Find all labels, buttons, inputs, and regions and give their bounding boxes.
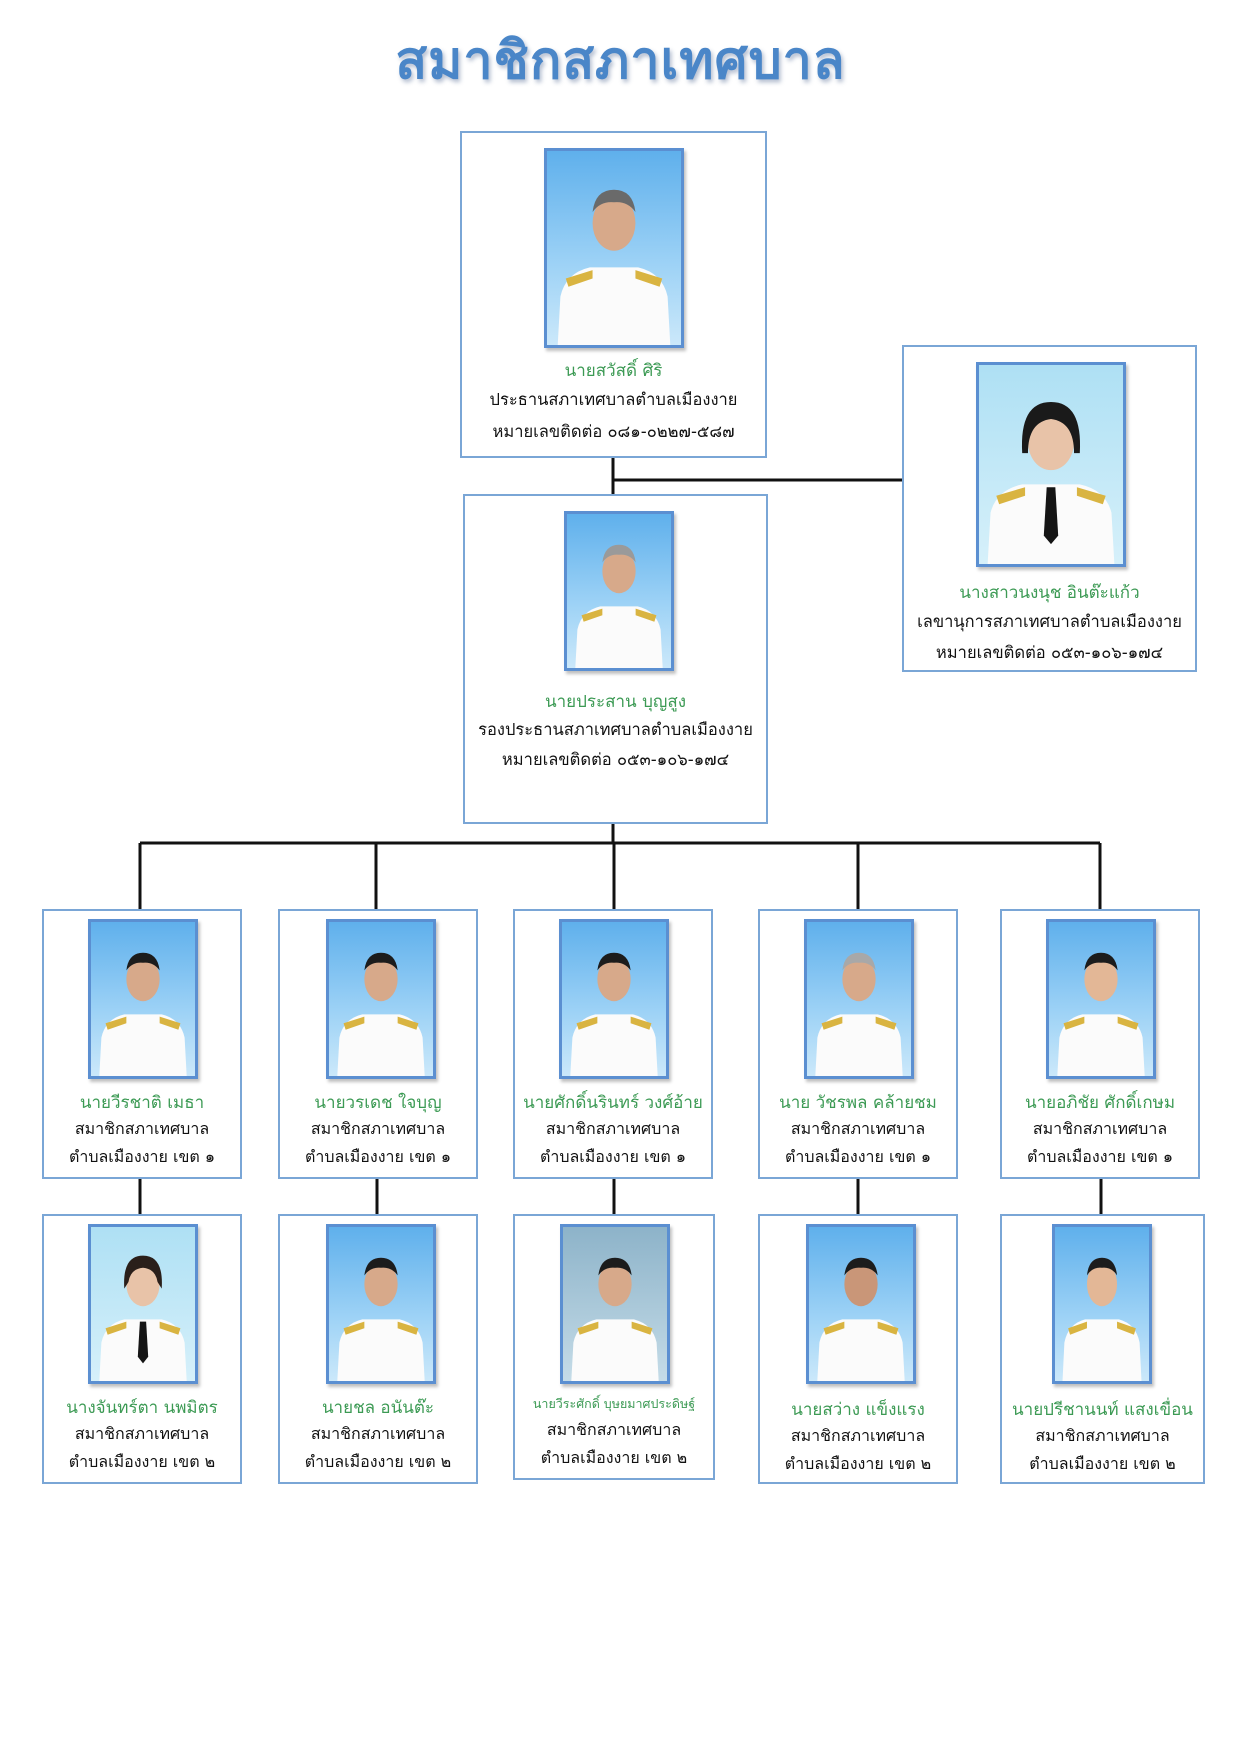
president-phone: หมายเลขติดต่อ ๐๘๑-๐๒๒๗-๕๘๗ bbox=[492, 422, 735, 441]
member-name: นายวรเดช ใจบุญ bbox=[314, 1093, 442, 1113]
person-silhouette bbox=[557, 189, 671, 345]
member-photo bbox=[560, 1224, 670, 1384]
person-silhouette bbox=[987, 401, 1115, 564]
person-silhouette bbox=[1057, 952, 1145, 1076]
president-name: นายสวัสดิ์ ศิริ bbox=[564, 361, 663, 381]
zone2-member-card: นายชล อนันต๊ะ สมาชิกสภาเทศบาล ตำบลเมืองง… bbox=[278, 1214, 478, 1484]
member-role: สมาชิกสภาเทศบาล bbox=[545, 1119, 681, 1138]
member-photo bbox=[88, 919, 198, 1079]
member-photo bbox=[806, 1224, 916, 1384]
president-photo bbox=[544, 148, 684, 348]
zone2-member-card: นายสว่าง แข็งแรง สมาชิกสภาเทศบาล ตำบลเมื… bbox=[758, 1214, 958, 1484]
member-role: สมาชิกสภาเทศบาล bbox=[74, 1424, 210, 1443]
president-role: ประธานสภาเทศบาลตำบลเมืองงาย bbox=[489, 390, 738, 409]
zone1-member-card: นายอภิชัย ศักดิ์เกษม สมาชิกสภาเทศบาล ตำบ… bbox=[1000, 909, 1200, 1179]
member-photo bbox=[326, 1224, 436, 1384]
member-role: สมาชิกสภาเทศบาล bbox=[790, 1119, 926, 1138]
member-zone: ตำบลเมืองงาย เขต ๑ bbox=[539, 1147, 687, 1166]
member-zone: ตำบลเมืองงาย เขต ๑ bbox=[68, 1147, 216, 1166]
page-title: สมาชิกสภาเทศบาล bbox=[395, 31, 846, 91]
member-role: สมาชิกสภาเทศบาล bbox=[546, 1420, 682, 1439]
vice-president-phone: หมายเลขติดต่อ ๐๕๓-๑๐๖-๑๗๔ bbox=[501, 750, 730, 769]
member-photo bbox=[559, 919, 669, 1079]
person-silhouette bbox=[571, 1257, 659, 1381]
secretary-photo bbox=[976, 362, 1126, 567]
member-zone: ตำบลเมืองงาย เขต ๒ bbox=[68, 1452, 216, 1471]
person-silhouette bbox=[817, 1257, 905, 1381]
member-photo bbox=[1046, 919, 1156, 1079]
member-photo bbox=[804, 919, 914, 1079]
member-name: นายปรีชานนท์ แสงเขื่อน bbox=[1012, 1400, 1193, 1420]
member-photo bbox=[326, 919, 436, 1079]
zone1-member-card: นายศักดิ์นรินทร์ วงศ์อ้าย สมาชิกสภาเทศบา… bbox=[513, 909, 713, 1179]
member-zone: ตำบลเมืองงาย เขต ๒ bbox=[784, 1454, 932, 1473]
member-name: นายศักดิ์นรินทร์ วงศ์อ้าย bbox=[523, 1093, 703, 1113]
secretary-card: นางสาวนงนุช อินต๊ะแก้ว เลขานุการสภาเทศบา… bbox=[902, 345, 1197, 672]
secretary-role: เลขานุการสภาเทศบาลตำบลเมืองงาย bbox=[917, 612, 1182, 631]
president-card: นายสวัสดิ์ ศิริ ประธานสภาเทศบาลตำบลเมือง… bbox=[460, 131, 767, 458]
member-name: นายอภิชัย ศักดิ์เกษม bbox=[1024, 1093, 1176, 1113]
member-name: นายวีระศักดิ์ บุษยมาศประดิษฐ์ bbox=[532, 1396, 696, 1411]
member-role: สมาชิกสภาเทศบาล bbox=[1032, 1119, 1168, 1138]
member-zone: ตำบลเมืองงาย เขต ๒ bbox=[1029, 1454, 1176, 1473]
vice-president-name: นายประสาน บุญสูง bbox=[544, 692, 687, 712]
member-role: สมาชิกสภาเทศบาล bbox=[310, 1119, 446, 1138]
vice-president-photo bbox=[564, 511, 674, 671]
member-name: นายวีรชาติ เมธา bbox=[79, 1093, 205, 1113]
vice-president-role: รองประธานสภาเทศบาลตำบลเมืองงาย bbox=[478, 720, 753, 739]
member-zone: ตำบลเมืองงาย เขต ๑ bbox=[784, 1147, 932, 1166]
person-silhouette bbox=[570, 952, 658, 1076]
member-role: สมาชิกสภาเทศบาล bbox=[790, 1426, 926, 1445]
member-role: สมาชิกสภาเทศบาล bbox=[74, 1119, 210, 1138]
zone2-member-card: นายวีระศักดิ์ บุษยมาศประดิษฐ์ สมาชิกสภาเ… bbox=[513, 1214, 715, 1480]
member-name: นางจันทร์ตา นพมิตร bbox=[66, 1398, 218, 1418]
member-zone: ตำบลเมืองงาย เขต ๒ bbox=[304, 1452, 452, 1471]
member-role: สมาชิกสภาเทศบาล bbox=[1035, 1426, 1170, 1445]
secretary-name: นางสาวนงนุช อินต๊ะแก้ว bbox=[959, 583, 1140, 603]
member-name: นาย วัชรพล คล้ายชม bbox=[779, 1093, 937, 1113]
member-name: นายชล อนันต๊ะ bbox=[321, 1398, 435, 1418]
person-silhouette bbox=[99, 1255, 187, 1381]
member-zone: ตำบลเมืองงาย เขต ๑ bbox=[1026, 1147, 1174, 1166]
secretary-phone: หมายเลขติดต่อ ๐๕๓-๑๐๖-๑๗๔ bbox=[935, 643, 1164, 662]
vice-president-card: นายประสาน บุญสูง รองประธานสภาเทศบาลตำบลเ… bbox=[463, 494, 768, 824]
person-silhouette bbox=[1062, 1257, 1142, 1381]
zone1-member-card: นาย วัชรพล คล้ายชม สมาชิกสภาเทศบาล ตำบลเ… bbox=[758, 909, 958, 1179]
zone2-member-card: นายปรีชานนท์ แสงเขื่อน สมาชิกสภาเทศบาล ต… bbox=[1000, 1214, 1205, 1484]
member-photo bbox=[88, 1224, 198, 1384]
member-zone: ตำบลเมืองงาย เขต ๑ bbox=[304, 1147, 452, 1166]
zone1-member-card: นายวรเดช ใจบุญ สมาชิกสภาเทศบาล ตำบลเมือง… bbox=[278, 909, 478, 1179]
zone1-member-card: นายวีรชาติ เมธา สมาชิกสภาเทศบาล ตำบลเมือ… bbox=[42, 909, 242, 1179]
member-role: สมาชิกสภาเทศบาล bbox=[310, 1424, 446, 1443]
person-silhouette bbox=[815, 952, 903, 1076]
member-zone: ตำบลเมืองงาย เขต ๒ bbox=[540, 1448, 688, 1467]
person-silhouette bbox=[337, 952, 425, 1076]
person-silhouette bbox=[575, 544, 663, 668]
person-silhouette bbox=[99, 952, 187, 1076]
member-name: นายสว่าง แข็งแรง bbox=[791, 1400, 925, 1420]
zone2-member-card: นางจันทร์ตา นพมิตร สมาชิกสภาเทศบาล ตำบลเ… bbox=[42, 1214, 242, 1484]
person-silhouette bbox=[337, 1257, 425, 1381]
member-photo bbox=[1052, 1224, 1152, 1384]
